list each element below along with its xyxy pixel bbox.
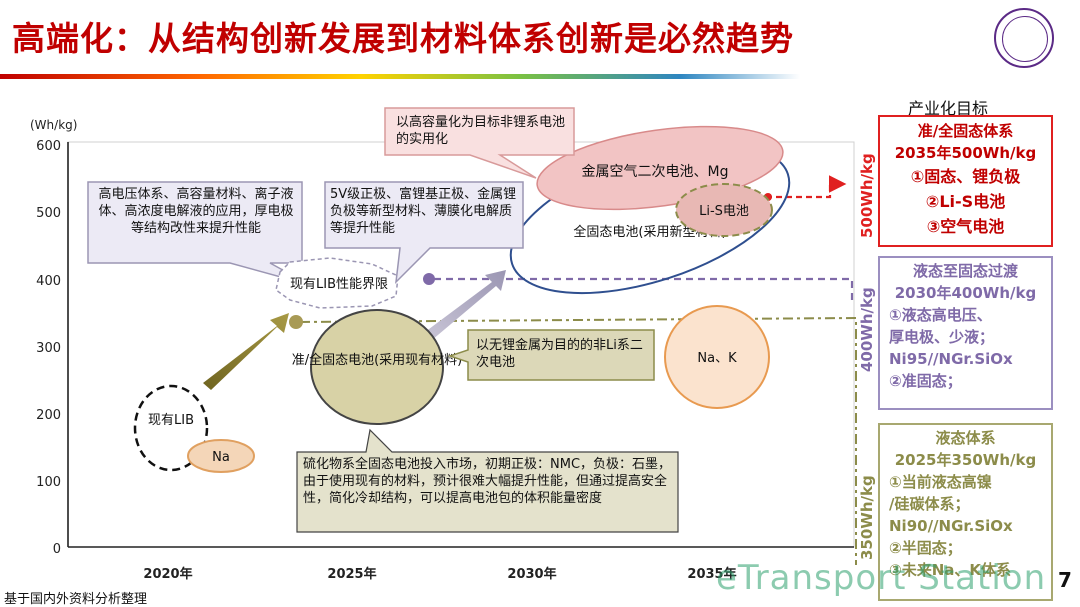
title-gradient-bar xyxy=(0,74,800,79)
callout-sulfide-shape xyxy=(296,428,679,533)
panel-400-year: 2030年400Wh/kg xyxy=(894,284,1037,302)
y-tick: 500 xyxy=(36,206,61,221)
y-tick: 600 xyxy=(36,139,61,154)
connector-400-dot xyxy=(423,273,435,285)
page-title: 高端化：从结构创新发展到材料体系创新是必然趋势 xyxy=(12,19,794,58)
y-tick: 200 xyxy=(36,408,61,423)
side-label-500: 500Wh/kg xyxy=(858,153,876,238)
ellipse-na-k xyxy=(664,305,770,409)
y-tick: 300 xyxy=(36,341,61,356)
y-tick: 400 xyxy=(36,274,61,289)
panel-400: 液态至固态过渡 2030年400Wh/kg ①液态高电压、 厚电极、少液； Ni… xyxy=(878,256,1053,410)
callout-high-capacity: 以高容量化为目标非锂系电池的实用化 xyxy=(396,115,566,147)
ellipse-semi-solid xyxy=(310,309,444,425)
panel-500-item: ②Li-S电池 xyxy=(925,192,1006,211)
y-tick: 100 xyxy=(36,475,61,490)
x-tick: 2035年 xyxy=(687,566,736,582)
x-tick: 2025年 xyxy=(327,566,376,582)
ellipse-solid-new-label: 全固态电池(采用新型材料) xyxy=(573,224,726,240)
ellipse-na-k-label: Na、K xyxy=(697,351,737,366)
panel-400-title: 液态至固态过渡 xyxy=(912,262,1018,280)
callout-non-li-shape xyxy=(447,329,655,381)
targets-heading: 产业化目标 xyxy=(908,99,989,118)
panel-400-item: 厚电极、少液； xyxy=(889,328,995,346)
ellipse-existing-lib-label: 现有LIB xyxy=(148,413,194,428)
page-number: 7 xyxy=(1058,568,1072,592)
progress-arrow-2030 xyxy=(425,270,506,340)
callout-non-li: 以无锂金属为目的的非Li系二次电池 xyxy=(476,338,643,370)
panel-500-year: 2035年500Wh/kg xyxy=(894,144,1037,162)
panel-400-item: ②准固态； xyxy=(889,372,962,390)
panel-350-item: ③未来Na、K体系 xyxy=(889,561,1012,579)
university-seal-logo xyxy=(994,8,1054,68)
panel-500-item: ①固态、锂负极 xyxy=(910,167,1021,186)
source-note: 基于国内外资料分析整理 xyxy=(4,592,148,607)
progress-arrow-2025 xyxy=(203,313,289,390)
connector-350 xyxy=(299,316,857,565)
watermark: eTransport Station xyxy=(716,558,1047,598)
callout-sulfide: 硫化物系全固态电池投入市场，初期正极：NMC，负极：石墨，由于使用现有的材料，预… xyxy=(303,457,672,506)
side-label-400: 400Wh/kg xyxy=(858,287,876,372)
ellipse-existing-lib xyxy=(133,384,209,472)
callout-lib-limit: 现有LIB性能界限 xyxy=(290,277,388,292)
panel-400-item: ①液态高电压、 xyxy=(889,306,992,324)
panel-350-item: /硅碳体系； xyxy=(889,495,970,513)
panel-500-item: ③空气电池 xyxy=(926,217,1005,236)
panel-400-item: Ni95//NGr.SiOx xyxy=(889,350,1013,368)
callout-lib-limit-shape xyxy=(275,257,399,309)
panel-500: 准/全固态体系 2035年500Wh/kg ①固态、锂负极 ②Li-S电池 ③空… xyxy=(878,115,1053,247)
y-unit-label: (Wh/kg) xyxy=(30,118,77,132)
panel-350-item: ②半固态； xyxy=(889,539,962,557)
y-tick: 0 xyxy=(53,542,61,557)
side-label-350: 350Wh/kg xyxy=(858,475,876,560)
panel-350: 液态体系 2025年350Wh/kg ①当前液态高镍 /硅碳体系； Ni90//… xyxy=(878,423,1053,601)
x-tick: 2020年 xyxy=(143,566,192,582)
ellipse-metal-air-label: 金属空气二次电池、Mg xyxy=(582,164,729,180)
panel-500-title: 准/全固态体系 xyxy=(917,122,1014,140)
callout-new-materials-shape xyxy=(324,181,524,285)
connector-350-dot xyxy=(289,315,303,329)
ellipse-na xyxy=(187,439,255,473)
panel-350-item: ①当前液态高镍 xyxy=(889,473,992,491)
ellipse-na-label: Na xyxy=(212,450,230,465)
callout-high-capacity-shape xyxy=(384,107,575,179)
panel-350-title: 液态体系 xyxy=(935,429,996,447)
callout-high-voltage: 高电压体系、高容量材料、离子液体、高浓度电解液的应用，厚电极等结构改性来提升性能 xyxy=(98,187,294,236)
callout-new-materials: 5V级正极、富锂基正极、金属锂负极等新型材料、薄膜化电解质等提升性能 xyxy=(330,187,517,236)
connector-500 xyxy=(766,175,847,199)
connector-400 xyxy=(434,277,854,300)
ellipse-semi-solid-label: 准/全固态电池(采用现有材料) xyxy=(292,352,463,368)
x-tick: 2030年 xyxy=(507,566,556,582)
ellipse-li-s-label: Li-S电池 xyxy=(699,204,749,219)
ellipse-li-s xyxy=(675,183,773,237)
panel-350-item: Ni90//NGr.SiOx xyxy=(889,517,1013,535)
panel-350-year: 2025年350Wh/kg xyxy=(894,451,1037,469)
